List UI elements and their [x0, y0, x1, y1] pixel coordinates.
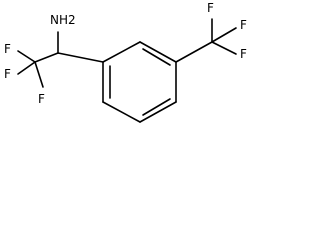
- label-f5-right: F: [240, 18, 247, 32]
- label-amine: NH2: [50, 13, 76, 27]
- molecule-svg: NH2 F F F F F F: [4, 1, 247, 123]
- ring-bond-5: [139, 41, 177, 63]
- label-f3-bottom: F: [38, 92, 45, 106]
- ring-bond-6: [102, 41, 141, 63]
- label-f4-top-right-top: F: [207, 1, 214, 15]
- bond-f-right-lower: [211, 41, 237, 55]
- label-f1-top-left: F: [4, 42, 11, 56]
- ring-inner-bond-b: [142, 98, 171, 116]
- label-f2-left: F: [4, 67, 11, 81]
- ring-inner-bond-c: [142, 48, 171, 66]
- structure-diagram: NH2 F F F F F F: [0, 0, 256, 132]
- bond-cf3-to-chnh2: [34, 52, 59, 63]
- bond-f-left: [17, 61, 36, 75]
- bond-f-bottom: [34, 61, 44, 88]
- bond-f-top-left: [17, 50, 36, 63]
- ring-bond-2: [102, 101, 141, 123]
- bond-f-right: [211, 27, 237, 43]
- ring-bond-3: [139, 101, 177, 123]
- bond-to-ring: [57, 52, 104, 63]
- label-f6-right-lower: F: [240, 47, 247, 61]
- bond-ring-to-cf3: [175, 41, 213, 63]
